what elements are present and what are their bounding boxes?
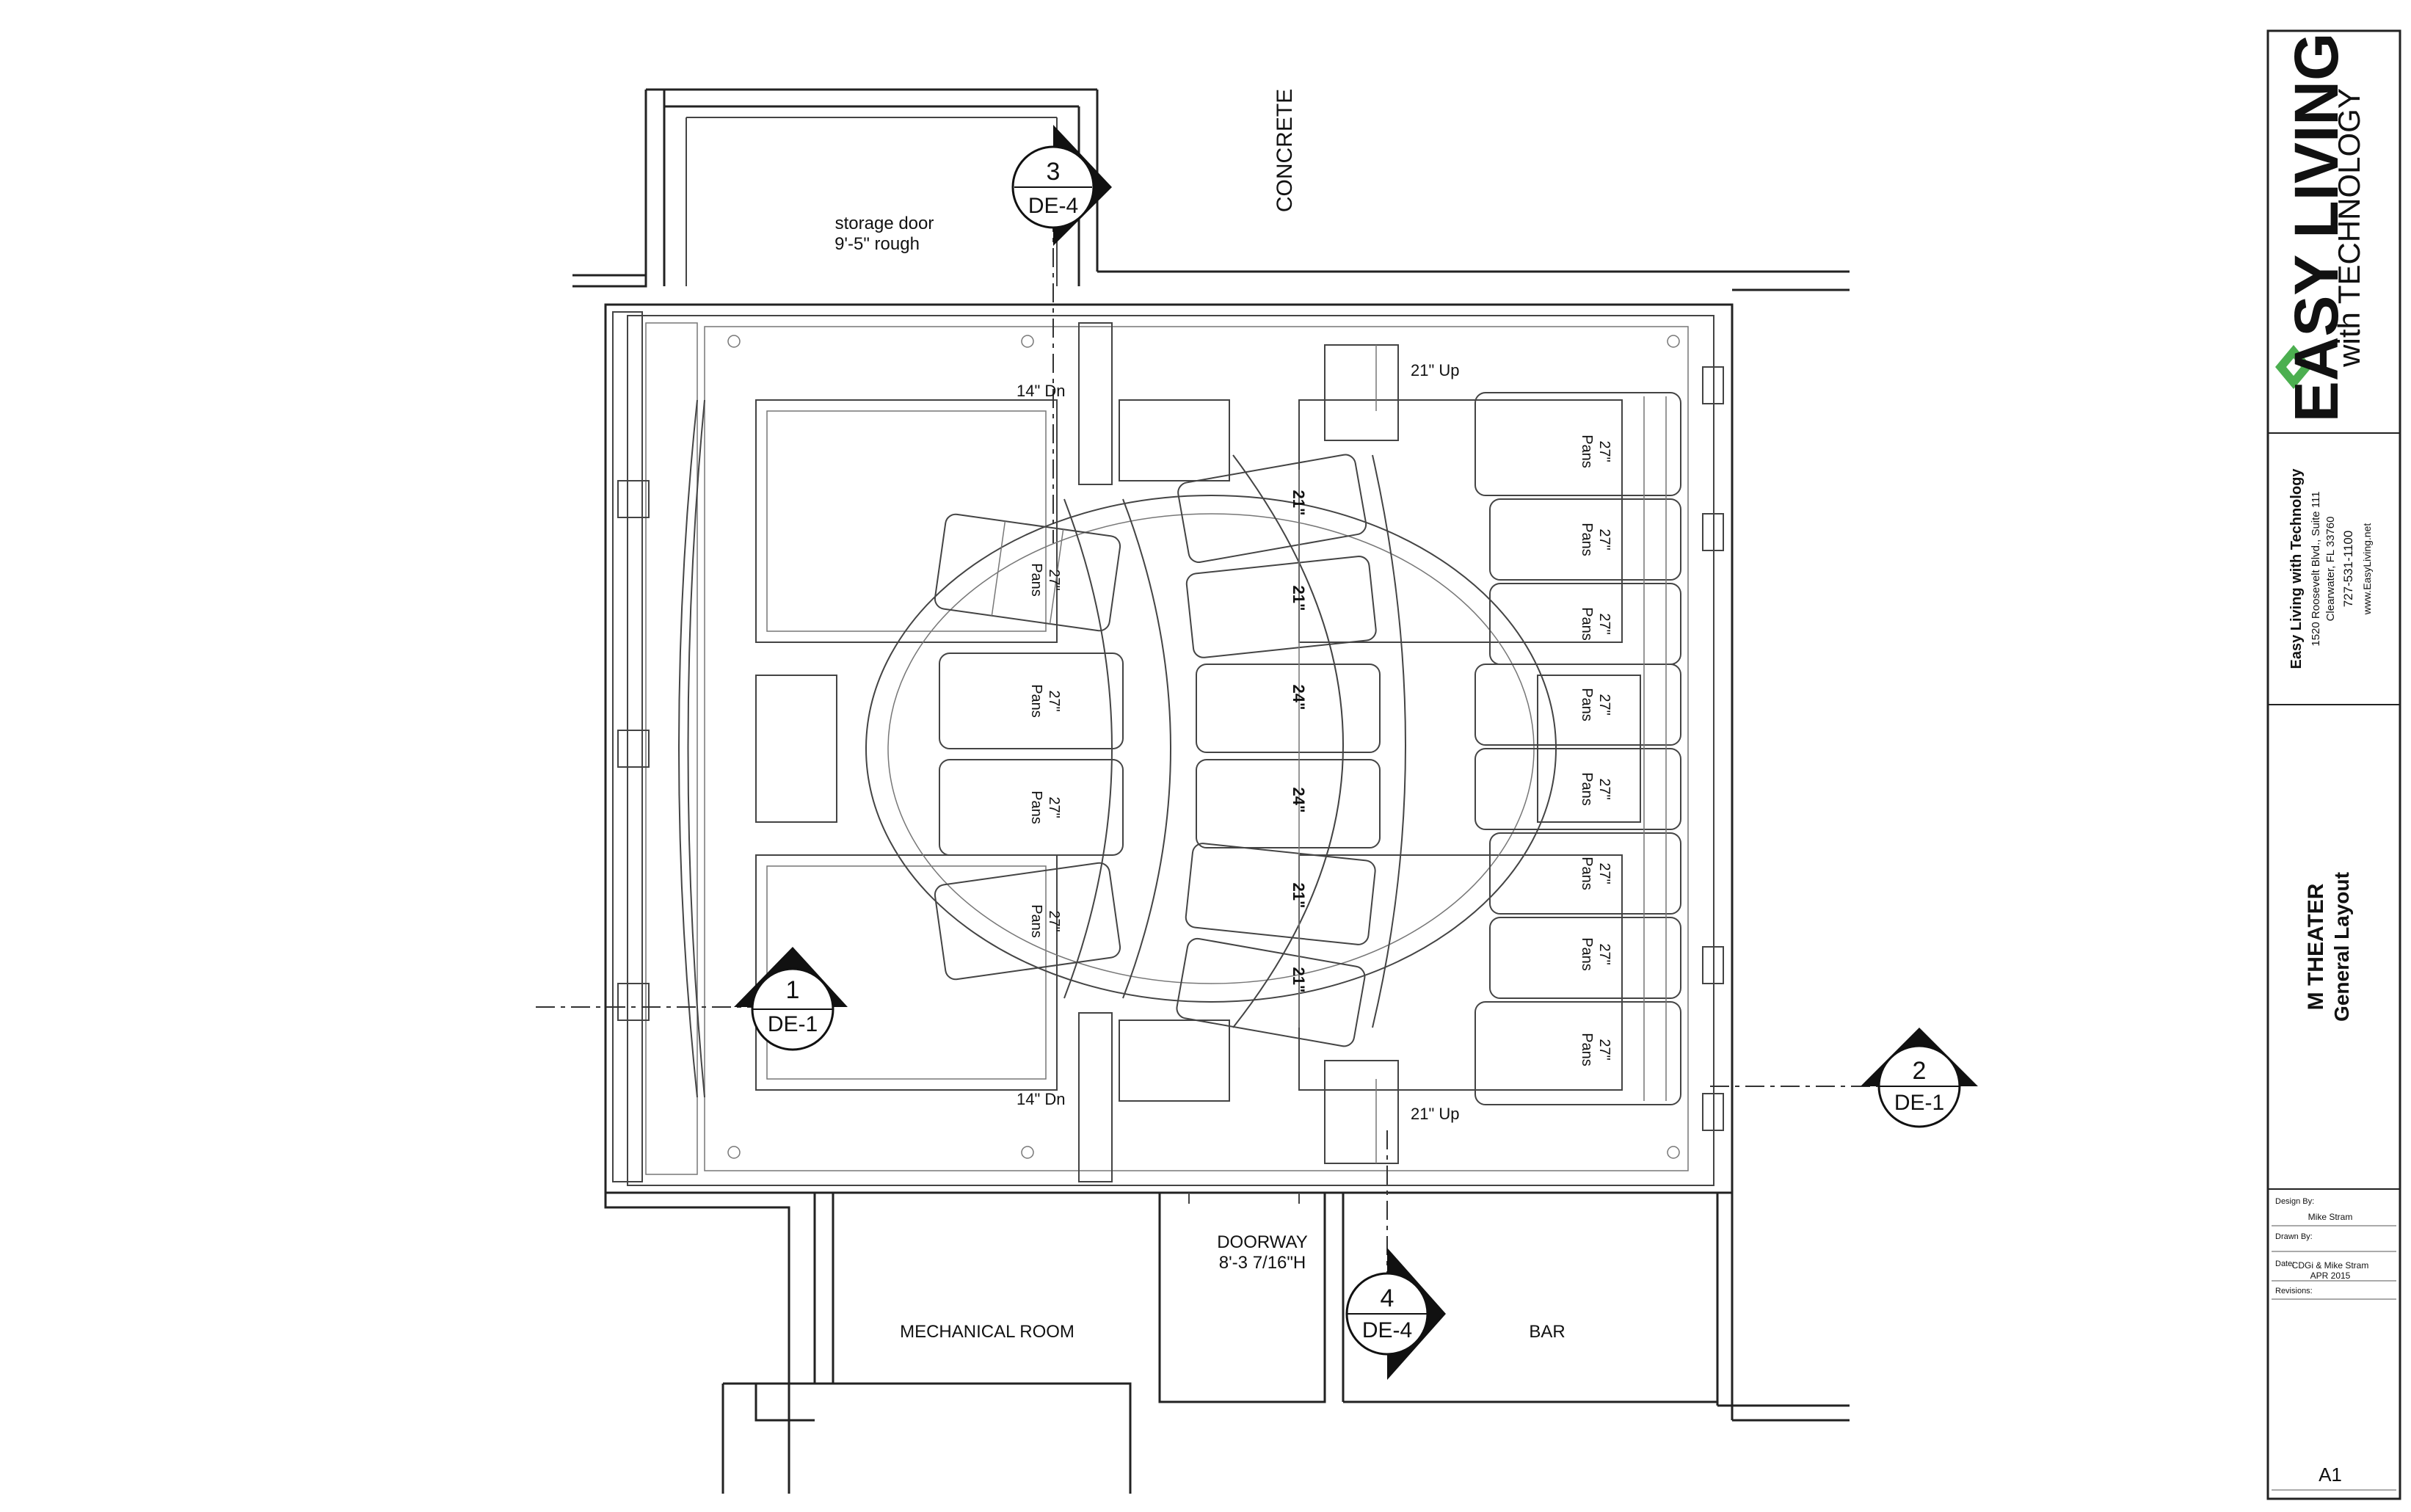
row-spacing-labels: 21" 21" 24" 24" 21" 21" (1290, 490, 1308, 993)
company-address: 1520 Roosevelt Blvd., Suite 111 (2310, 491, 2322, 646)
row-spacing-label: 24" (1290, 685, 1308, 710)
design-by-label: Design By: (2275, 1197, 2314, 1206)
seat-labels: 27"Pans 27"Pans 27"Pans 27"Pans 27"Pans … (1028, 435, 1612, 1066)
section-sheet-ref: DE-4 (1362, 1318, 1412, 1342)
seat-type-label: Pans (1028, 904, 1044, 938)
section-number: 4 (1381, 1284, 1394, 1312)
seat-type-label: Pans (1579, 607, 1595, 641)
seat-type-label: Pans (1579, 523, 1595, 556)
sheet-number: A1 (2319, 1464, 2342, 1486)
section-number: 1 (786, 976, 800, 1004)
seat-width-label: 27" (1596, 778, 1612, 799)
section-sheet-ref: DE-4 (1028, 194, 1078, 218)
row-spacing-label: 24" (1290, 788, 1308, 813)
seat-type-label: Pans (1579, 937, 1595, 971)
plan-labels: CONCRETE storage door 9'-5" rough 14" Dn… (834, 89, 1565, 1342)
seat-width-label: 27" (1596, 694, 1612, 715)
doorway-height-label: 8'-3 7/16"H (1219, 1253, 1306, 1273)
row-spacing-label: 21" (1290, 490, 1308, 516)
project-name: M THEATER (2304, 883, 2328, 1010)
section-sheet-ref: DE-1 (768, 1012, 818, 1036)
seat-type-label: Pans (1028, 790, 1044, 824)
seat-type-label: Pans (1028, 684, 1044, 718)
seat-width-label: 27" (1596, 440, 1612, 462)
seat-row-3 (1474, 392, 1681, 1105)
seat-width-label: 27" (1596, 862, 1612, 884)
riser-platforms (1063, 322, 1406, 1182)
logo-wordmark: EASY LIVING (2282, 33, 2351, 423)
seat-width-label: 27" (1596, 1039, 1612, 1060)
seat-width-label: 27" (1046, 690, 1062, 711)
mechanical-room-label: MECHANICAL ROOM (900, 1322, 1074, 1342)
step-up-top-label: 21" Up (1411, 361, 1460, 379)
company-phone: 727-531-1100 (2341, 531, 2355, 608)
seat-type-label: Pans (1579, 688, 1595, 722)
section-marker-4: 4 DE-4 (1345, 1248, 1446, 1380)
row-spacing-label: 21" (1290, 967, 1308, 993)
bar-label: BAR (1529, 1322, 1565, 1342)
seat-type-label: Pans (1579, 1033, 1595, 1066)
design-by-value: Mike Stram (2308, 1212, 2353, 1222)
date-by-value: CDGi & Mike Stram (2292, 1260, 2369, 1271)
doorway-label: DOORWAY (1217, 1232, 1308, 1252)
section-number: 3 (1047, 158, 1061, 186)
revisions-label: Revisions: (2275, 1287, 2313, 1295)
seat-row-1 (934, 513, 1124, 981)
storage-door-label: storage door (835, 214, 934, 233)
seat-type-label: Pans (1579, 857, 1595, 890)
date-value: APR 2015 (2310, 1271, 2351, 1281)
seat-width-label: 27" (1596, 528, 1612, 550)
section-cut-lines (536, 213, 1879, 1329)
title-block: EASY LIVING with TECHNOLOGY Easy Living … (2266, 29, 2401, 1500)
company-web: www.EasyLiving.net (2361, 523, 2373, 616)
seat-width-label: 27" (1046, 569, 1062, 590)
section-marker-1: 1 DE-1 (734, 947, 848, 1051)
drawn-by-label: Drawn By: (2275, 1232, 2313, 1241)
step-up-bottom-label: 21" Up (1411, 1105, 1460, 1123)
seat-width-label: 27" (1046, 910, 1062, 931)
sheet-title: General Layout (2330, 872, 2353, 1022)
seat-type-label: Pans (1579, 435, 1595, 468)
row-spacing-label: 21" (1290, 586, 1308, 611)
seat-width-label: 27" (1046, 796, 1062, 818)
section-marker-3: 3 DE-4 (1011, 125, 1112, 246)
seat-width-label: 27" (1596, 613, 1612, 634)
side-wall-details (727, 335, 1724, 1159)
concrete-label: CONCRETE (1273, 89, 1297, 212)
step-down-top-label: 14" Dn (1017, 382, 1066, 400)
seat-type-label: Pans (1579, 772, 1595, 806)
company-city: Clearwater, FL 33760 (2324, 517, 2337, 622)
step-down-bottom-label: 14" Dn (1017, 1090, 1066, 1108)
seat-row-2 (1176, 454, 1381, 1047)
storage-door-size-label: 9'-5" rough (834, 234, 920, 254)
seat-width-label: 27" (1596, 943, 1612, 964)
screen-wall (612, 311, 705, 1182)
seat-type-label: Pans (1028, 563, 1044, 597)
section-number: 2 (1913, 1057, 1927, 1085)
exterior-walls (572, 88, 1850, 1494)
section-marker-2: 2 DE-1 (1861, 1028, 1978, 1128)
logo-tagline: with TECHNOLOGY (2332, 88, 2366, 368)
section-sheet-ref: DE-1 (1894, 1091, 1944, 1115)
date-label: Date: (2275, 1260, 2294, 1268)
row-spacing-label: 21" (1290, 883, 1308, 909)
company-name: Easy Living with Technology (2288, 468, 2305, 669)
